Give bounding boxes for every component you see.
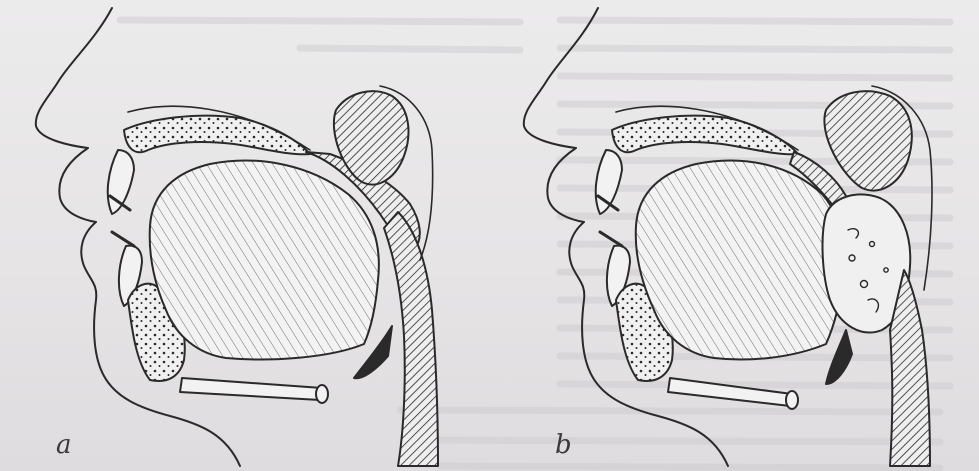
hyoid-end-b	[786, 391, 798, 409]
epiglottis-b	[826, 330, 852, 384]
hard-palate-b	[612, 116, 798, 155]
hyoid-end-a	[316, 385, 328, 403]
hyoid-bar-a	[180, 378, 322, 400]
panel-b-label: b	[555, 432, 572, 458]
tongue-a	[150, 161, 379, 360]
panel-a-diagram	[36, 8, 438, 466]
pharynx-wall-a	[384, 212, 438, 466]
hyoid-bar-b	[668, 378, 792, 406]
adenoid-b	[824, 91, 911, 190]
tongue-b	[636, 161, 843, 360]
hard-palate-a	[124, 116, 310, 155]
panel-b-diagram	[524, 8, 932, 466]
panel-a-label: a	[56, 432, 72, 458]
